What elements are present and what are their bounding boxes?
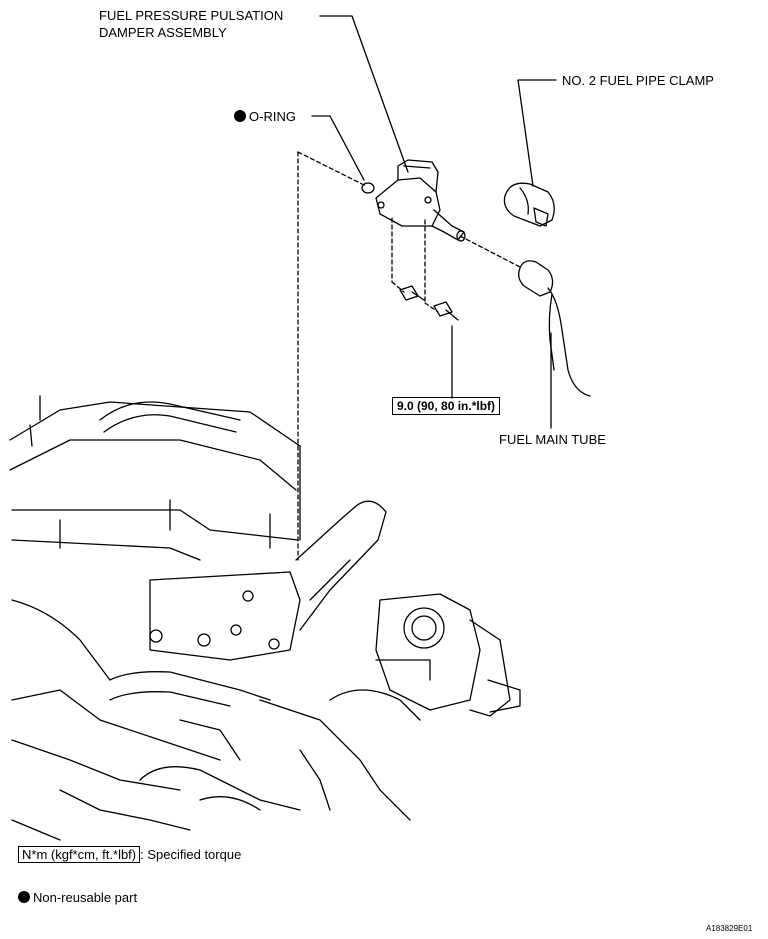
- fuel-main-tube-label: FUEL MAIN TUBE: [499, 432, 606, 447]
- fuel-pipe-clamp-part: [503, 182, 555, 227]
- nonreusable-legend-text: Non-reusable part: [33, 890, 138, 905]
- nonreusable-legend: Non-reusable part: [18, 889, 137, 906]
- engine-part: [9, 395, 521, 841]
- damper-label-line2: DAMPER ASSEMBLY: [99, 25, 227, 40]
- bolt-parts: [399, 285, 459, 321]
- o-ring-part: [361, 182, 375, 194]
- non-reusable-legend-icon: [18, 891, 30, 903]
- fuel-main-tube-part: [518, 260, 591, 397]
- torque-legend: N*m (kgf*cm, ft.*lbf): Specified torque: [18, 846, 241, 863]
- o-ring-label: O-RING: [234, 108, 296, 125]
- fuel-pipe-clamp-label: NO. 2 FUEL PIPE CLAMP: [562, 73, 714, 88]
- torque-legend-box: N*m (kgf*cm, ft.*lbf): [18, 846, 141, 863]
- dashed-alignment-lines: [297, 151, 523, 561]
- o-ring-label-text: O-RING: [249, 109, 296, 124]
- torque-spec-box: 9.0 (90, 80 in.*lbf): [392, 397, 501, 415]
- damper-label-line1: FUEL PRESSURE PULSATION: [99, 8, 284, 23]
- pulsation-damper-part: [375, 159, 466, 242]
- torque-legend-desc: : Specified torque: [140, 847, 242, 862]
- figure-id: A183829E01: [706, 924, 753, 933]
- non-reusable-dot-icon: [234, 110, 246, 122]
